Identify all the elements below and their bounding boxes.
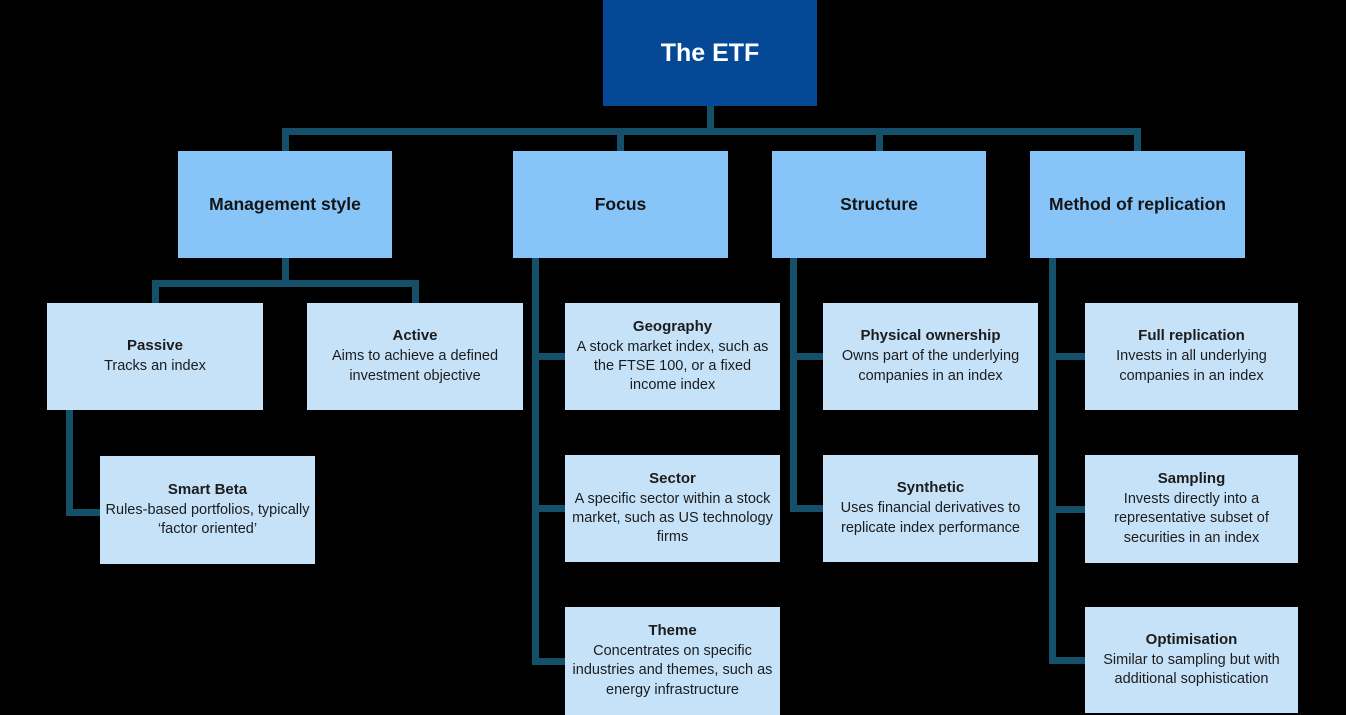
- root-node-the-etf: The ETF: [603, 0, 817, 106]
- node-description: Owns part of the underlying companies in…: [841, 348, 1020, 384]
- node-description: Concentrates on specific industries and …: [572, 643, 773, 698]
- node-description: Invests directly into a representative s…: [1114, 491, 1269, 546]
- connector-drop-active: [412, 280, 419, 303]
- connector-management-crossbar: [152, 280, 419, 287]
- node-optimisation: Optimisation Similar to sampling but wit…: [1085, 607, 1298, 713]
- node-theme: Theme Concentrates on specific industrie…: [565, 607, 780, 715]
- connector-stub-fullreplication: [1049, 353, 1085, 360]
- connector-stub-theme: [532, 658, 565, 665]
- node-description: Uses financial derivatives to replicate …: [840, 500, 1021, 536]
- node-sector: Sector A specific sector within a stock …: [565, 455, 780, 562]
- node-passive: Passive Tracks an index: [47, 303, 263, 410]
- connector-stub-sector: [532, 505, 565, 512]
- connector-smartbeta-stub: [66, 509, 100, 516]
- connector-drop-method: [1134, 128, 1141, 151]
- connector-stub-geography: [532, 353, 565, 360]
- node-synthetic: Synthetic Uses financial derivatives to …: [823, 455, 1038, 562]
- node-description: A specific sector within a stock market,…: [572, 490, 773, 546]
- node-title: Sampling: [1157, 470, 1226, 488]
- node-description: A stock market index, such as the FTSE 1…: [576, 338, 769, 394]
- branch-label: Management style: [209, 194, 361, 214]
- node-sampling: Sampling Invests directly into a represe…: [1085, 455, 1298, 563]
- connector-root-crossbar: [282, 128, 1141, 135]
- node-title: Smart Beta: [167, 480, 248, 498]
- connector-stub-sampling: [1049, 506, 1085, 513]
- connector-root-stem: [707, 106, 714, 135]
- connector-structure-spine: [790, 258, 797, 512]
- branch-focus: Focus: [513, 151, 728, 258]
- node-geography: Geography A stock market index, such as …: [565, 303, 780, 410]
- node-description: Rules-based portfolios, typically ‘facto…: [105, 501, 310, 537]
- node-title: Geography: [632, 317, 713, 335]
- branch-method-of-replication: Method of replication: [1030, 151, 1245, 258]
- node-description: Tracks an index: [104, 357, 206, 374]
- connector-drop-management: [282, 128, 289, 151]
- branch-management-style: Management style: [178, 151, 392, 258]
- node-active: Active Aims to achieve a defined investm…: [307, 303, 523, 410]
- node-title: Active: [392, 327, 438, 345]
- connector-smartbeta-stem: [66, 410, 73, 516]
- node-title: Sector: [649, 469, 696, 487]
- branch-structure: Structure: [772, 151, 986, 258]
- node-title: Full replication: [1138, 327, 1245, 345]
- branch-label: Focus: [594, 194, 647, 214]
- node-description: Invests in all underlying companies in a…: [1116, 348, 1267, 384]
- connector-drop-structure: [876, 128, 883, 151]
- connector-stub-synthetic: [790, 505, 823, 512]
- node-description: Similar to sampling but with additional …: [1103, 651, 1280, 687]
- connector-stub-optimisation: [1049, 657, 1085, 664]
- node-title: Optimisation: [1145, 630, 1238, 648]
- connector-stub-physical: [790, 353, 823, 360]
- node-physical-ownership: Physical ownership Owns part of the unde…: [823, 303, 1038, 410]
- node-title: Physical ownership: [860, 327, 1001, 345]
- node-description: Aims to achieve a defined investment obj…: [331, 348, 499, 384]
- branch-label: Structure: [840, 194, 918, 214]
- connector-management-stem: [282, 258, 289, 283]
- connector-focus-spine: [532, 258, 539, 665]
- connector-method-spine: [1049, 258, 1056, 664]
- node-smart-beta: Smart Beta Rules-based portfolios, typic…: [100, 456, 315, 564]
- connector-drop-passive: [152, 280, 159, 303]
- node-full-replication: Full replication Invests in all underlyi…: [1085, 303, 1298, 410]
- root-label: The ETF: [660, 38, 760, 67]
- node-title: Synthetic: [896, 479, 965, 497]
- connector-drop-focus: [617, 128, 624, 151]
- node-title: Passive: [127, 336, 183, 354]
- branch-label: Method of replication: [1049, 194, 1226, 214]
- node-title: Theme: [648, 622, 697, 640]
